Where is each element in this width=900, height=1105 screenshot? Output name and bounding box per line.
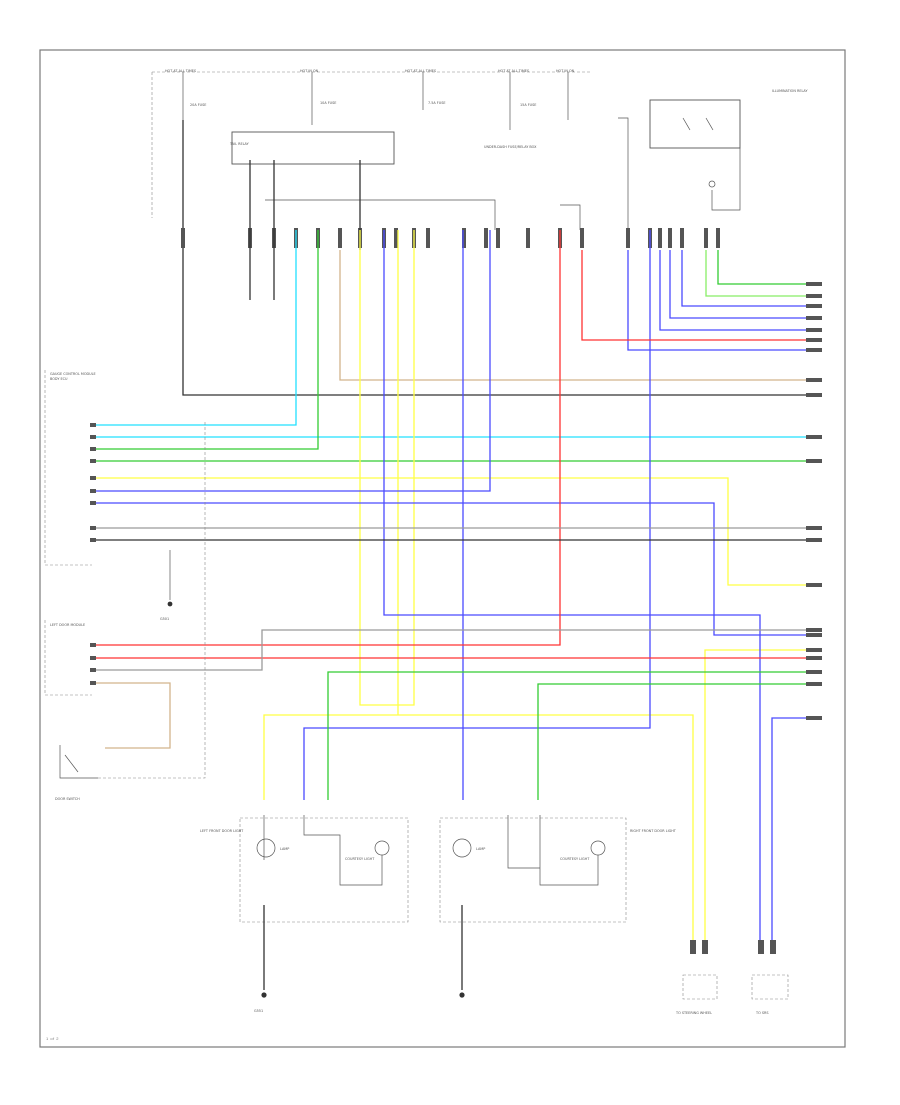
label-relay: TAIL RELAY <box>229 142 250 146</box>
left-lamp-bulb <box>256 838 276 858</box>
ecu-internal-bus-2 <box>560 204 581 230</box>
wire-tan <box>339 250 822 381</box>
label-door-switch: DOOR SWITCH <box>55 797 80 801</box>
label-fuse-d: 15A FUSE <box>520 103 536 107</box>
label-top-fuse-5: HOT IN ON <box>556 69 575 73</box>
label-left-door: LEFT DOOR MODULE <box>50 623 85 627</box>
left-door-module-box <box>44 620 92 696</box>
wire-blue-right <box>771 717 822 945</box>
wire-tan-door <box>90 682 171 749</box>
steering-connector-box <box>682 974 718 1000</box>
wire-yellow-v2 <box>359 230 415 706</box>
srs-connector-box <box>751 974 789 1000</box>
label-relay-box: ILLUMINATION RELAY <box>772 89 808 93</box>
relay-switch-b <box>705 117 714 131</box>
relay-feed-line <box>618 117 629 230</box>
label-under-dash: UNDER-DASH FUSE/RELAY BOX <box>484 145 537 149</box>
wire-ltgreen-1 <box>705 250 822 297</box>
ecu-internal-bus <box>265 199 496 230</box>
wire-green-1 <box>90 230 319 450</box>
door-switch-body <box>59 745 98 779</box>
label-bottom-right-1: TO STEERING WHEEL <box>675 1011 712 1015</box>
left-front-door-light <box>239 817 409 923</box>
label-lamp-right: LAMP <box>476 847 485 851</box>
wire-red-3 <box>581 250 822 341</box>
left-module-wiring <box>263 815 383 886</box>
wire-cyan-1 <box>90 230 297 426</box>
gauge-module-box <box>44 370 92 566</box>
wire-yellow-right <box>704 649 822 945</box>
right-courtesy-bulb <box>590 840 606 856</box>
gauge-module-pins <box>90 423 96 685</box>
label-fuse-b: 10A FUSE <box>320 101 336 105</box>
diagram-border <box>39 49 846 1048</box>
wire-blue-5 <box>659 250 822 331</box>
relay-box <box>231 131 395 165</box>
label-body-ecu: BODY ECU <box>50 377 68 381</box>
label-g501: G501 <box>160 617 169 621</box>
label-courtesy-left: COURTESY LIGHT <box>345 857 375 861</box>
wire-blue-2 <box>90 502 822 636</box>
label-top-fuse-3: HOT AT ALL TIMES <box>405 69 436 73</box>
wire-yellow-1 <box>90 477 822 586</box>
ground-icon <box>167 601 173 607</box>
wire-blue-6 <box>669 250 822 319</box>
label-fuse-a: 20A FUSE <box>190 103 206 107</box>
right-connector-pins <box>806 282 822 720</box>
label-rf-door: RIGHT FRONT DOOR LIGHT <box>630 829 677 833</box>
label-top-fuse-1: HOT AT ALL TIMES <box>165 69 196 73</box>
wire-gray-2 <box>90 629 822 671</box>
door-switch-feed <box>98 420 206 779</box>
label-top-fuse-4: HOT AT ALL TIMES <box>498 69 529 73</box>
wire-blue-4 <box>627 250 822 351</box>
relay-coil <box>708 180 716 188</box>
relay-return-line <box>711 148 741 211</box>
label-top-fuse-2: HOT IN ON <box>300 69 319 73</box>
wire-red-1 <box>90 230 561 646</box>
wire-blue-7 <box>681 250 822 307</box>
wire-blue-lamp <box>303 230 651 800</box>
left-courtesy-bulb <box>374 840 390 856</box>
door-switch-contact <box>64 754 79 773</box>
left-ground-icon <box>261 992 267 998</box>
wire-blue-3 <box>383 230 761 945</box>
fuse-links <box>182 72 569 130</box>
relay-switch-a <box>682 117 691 131</box>
wire-green-lamp-r <box>537 683 822 800</box>
label-lf-door: LEFT FRONT DOOR LIGHT <box>200 829 244 833</box>
right-lamp-bulb <box>452 838 472 858</box>
wire-yellow-lamp <box>263 714 694 945</box>
right-front-door-light <box>439 817 627 923</box>
top-connector-pins <box>181 228 720 248</box>
black-main-wire <box>182 120 822 396</box>
bottom-right-connectors <box>690 940 776 954</box>
label-courtesy-right: COURTESY LIGHT <box>560 857 590 861</box>
wire-green-lamp <box>327 671 822 800</box>
page-number: 1 of 2 <box>46 1036 60 1041</box>
label-fuse-c: 7.5A FUSE <box>428 101 446 105</box>
wire-blue-1 <box>90 230 491 492</box>
right-module-wiring <box>507 815 599 886</box>
label-gnd-left: G551 <box>254 1009 263 1013</box>
label-lamp-left: LAMP <box>280 847 289 851</box>
illumination-relay-box <box>649 99 741 149</box>
right-ground-icon <box>459 992 465 998</box>
label-bottom-right-2: TO SRS <box>755 1011 768 1015</box>
wire-green-3 <box>717 250 822 285</box>
label-gauge-control: GAUGE CONTROL MODULE <box>50 372 96 376</box>
